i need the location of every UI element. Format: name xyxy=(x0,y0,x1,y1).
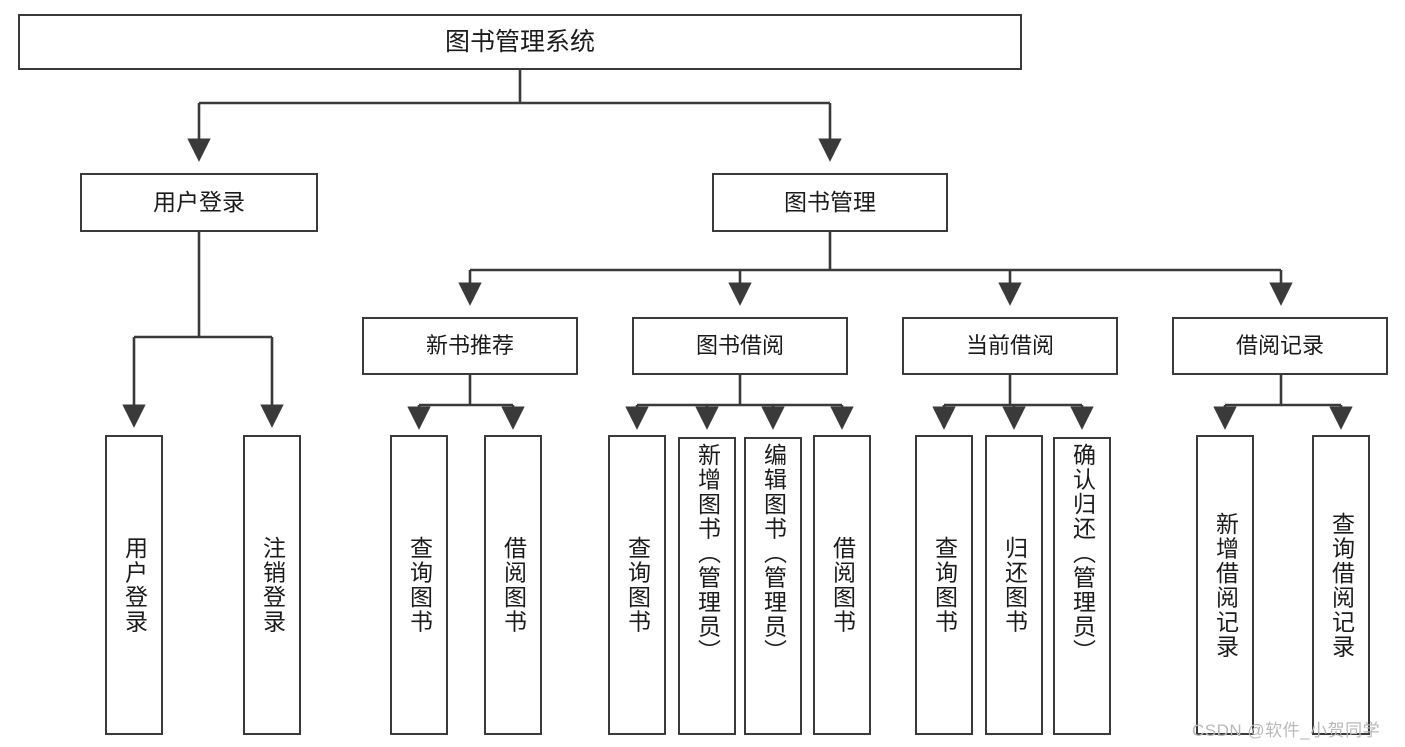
node-user-login[interactable]: 用户登录 xyxy=(80,173,318,232)
node-root-label: 图书管理系统 xyxy=(444,28,595,56)
leaf-current-borrow-1[interactable]: 查询图书 xyxy=(915,435,973,735)
node-borrow-record-label: 借阅记录 xyxy=(1235,332,1324,358)
leaf-user-login-1[interactable]: 用户登录 xyxy=(105,435,163,735)
node-book-manage[interactable]: 图书管理 xyxy=(712,173,948,232)
node-new-book-recommend-label: 新书推荐 xyxy=(425,332,514,358)
node-current-borrow-label: 当前借阅 xyxy=(965,332,1054,358)
leaf-borrow-record-1[interactable]: 新增借阅记录 xyxy=(1196,435,1254,735)
leaf-current-borrow-3[interactable]: 确认归还（管理员） xyxy=(1053,437,1111,735)
watermark: CSDN @软件_小贺同学 xyxy=(1192,721,1381,740)
node-borrow-record[interactable]: 借阅记录 xyxy=(1172,317,1388,375)
leaf-user-login-2[interactable]: 注销登录 xyxy=(243,435,301,735)
node-new-book-recommend[interactable]: 新书推荐 xyxy=(362,317,578,375)
leaf-borrow-record-2[interactable]: 查询借阅记录 xyxy=(1312,435,1370,735)
node-current-borrow[interactable]: 当前借阅 xyxy=(902,317,1118,375)
leaf-book-borrow-4[interactable]: 借阅图书 xyxy=(813,435,871,735)
node-root[interactable]: 图书管理系统 xyxy=(18,14,1022,70)
node-book-borrow-label: 图书借阅 xyxy=(695,332,784,358)
leaf-book-borrow-3[interactable]: 编辑图书（管理员） xyxy=(744,437,802,735)
leaf-current-borrow-2[interactable]: 归还图书 xyxy=(985,435,1043,735)
leaf-new-book-2[interactable]: 借阅图书 xyxy=(484,435,542,735)
node-user-login-label: 用户登录 xyxy=(153,188,245,215)
leaf-new-book-1[interactable]: 查询图书 xyxy=(390,435,448,735)
node-book-borrow[interactable]: 图书借阅 xyxy=(632,317,848,375)
node-book-manage-label: 图书管理 xyxy=(784,188,876,215)
leaf-book-borrow-2[interactable]: 新增图书（管理员） xyxy=(678,437,736,735)
leaf-book-borrow-1[interactable]: 查询图书 xyxy=(608,435,666,735)
